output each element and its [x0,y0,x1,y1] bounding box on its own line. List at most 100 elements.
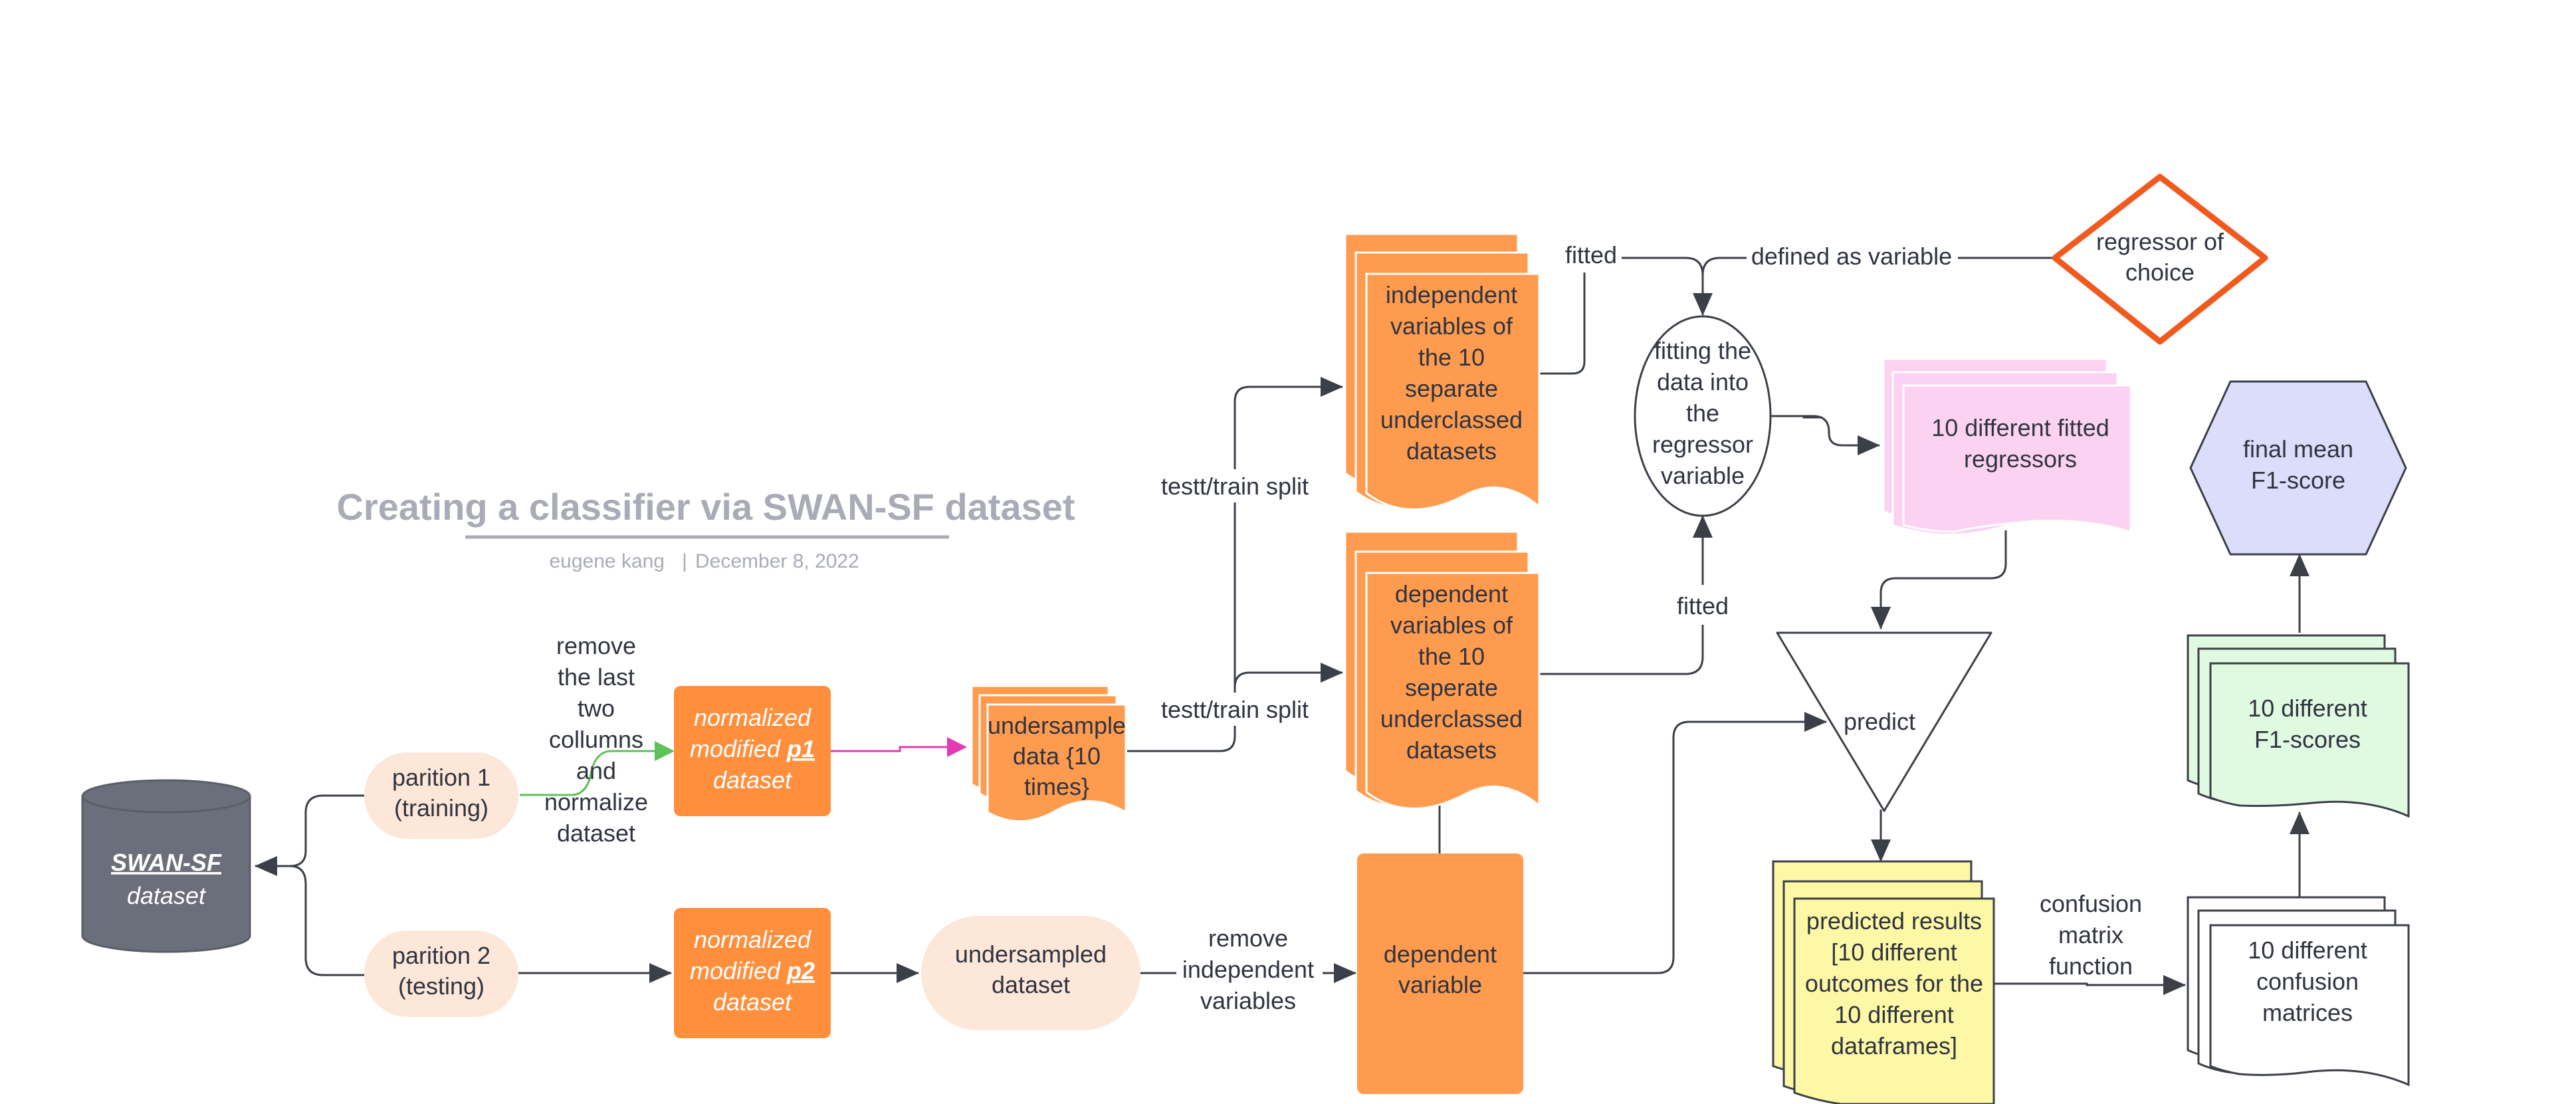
svg-text:variable: variable [1398,971,1482,998]
svg-text:predicted results: predicted results [1806,907,1982,935]
svg-text:10 different fitted: 10 different fitted [1931,414,2109,441]
svg-text:variable: variable [1661,462,1745,489]
svg-text:outcomes for the: outcomes for the [1805,970,1983,997]
svg-text:confusion: confusion [2040,890,2142,917]
svg-text:fitted: fitted [1677,592,1729,619]
dependent-variables-node: dependent variables of the 10 seperate u… [1344,530,1541,810]
svg-text:the 10: the 10 [1418,643,1485,670]
svg-text:modified p1: modified p1 [690,735,815,762]
svg-text:remove: remove [1208,925,1288,952]
svg-text:F1-scores: F1-scores [2254,726,2361,753]
svg-text:modified p2: modified p2 [690,957,815,984]
svg-text:two: two [578,695,615,722]
svg-text:predict: predict [1844,708,1915,735]
svg-text:normalized: normalized [694,704,811,731]
predict-node: predict [1776,631,1992,812]
svg-text:final mean: final mean [2243,435,2353,463]
svg-text:independent: independent [1182,956,1314,983]
svg-text:(training): (training) [394,794,488,822]
svg-text:separate: separate [1405,375,1498,402]
svg-text:dataframes]: dataframes] [1831,1032,1957,1059]
svg-text:fitted: fitted [1565,241,1617,269]
svg-text:datasets: datasets [1406,437,1497,465]
dependent-variable-node: dependent variable [1357,853,1523,1094]
svg-text:regressor of: regressor of [2096,228,2224,255]
dataset-name: SWAN-SF [111,849,222,876]
svg-text:datasets: datasets [1406,736,1497,764]
author-name: eugene kang [550,550,665,572]
svg-text:variables of: variables of [1390,312,1513,340]
svg-text:matrices: matrices [2262,999,2353,1026]
svg-text:testt/train split: testt/train split [1161,473,1309,500]
svg-text:10 different: 10 different [2248,937,2367,964]
svg-text:normalized: normalized [694,926,811,953]
predicted-results-node: predicted results [10 different outcomes… [1772,860,1995,1104]
fitting-regressor-node: fitting the data into the regressor vari… [1634,315,1772,517]
svg-text:[10 different: [10 different [1831,938,1957,966]
svg-text:seperate: seperate [1405,674,1498,701]
svg-text:regressor: regressor [1652,431,1753,458]
svg-text:F1-score: F1-score [2251,467,2345,494]
svg-text:dependent: dependent [1395,580,1508,607]
svg-text:parition 2: parition 2 [392,942,490,969]
undersampled-dataset-node: undersampled dataset [921,916,1140,1030]
diagram-title: Creating a classifier via SWAN-SF datase… [336,486,1075,572]
svg-text:data {10: data {10 [1013,742,1101,770]
svg-text:dataset: dataset [713,766,793,794]
svg-text:collumns: collumns [549,726,643,753]
svg-text:parition 1: parition 1 [392,764,490,791]
svg-text:variables of: variables of [1390,611,1513,639]
regressor-choice-node: regressor of choice [2052,173,2268,345]
svg-text:testt/train split: testt/train split [1161,696,1309,723]
svg-text:undersample: undersample [988,712,1126,739]
svg-text:data into: data into [1657,368,1749,395]
p1-emphasis: p1 [786,735,815,762]
svg-text:10 different: 10 different [2248,695,2367,722]
svg-text:the last: the last [558,663,635,691]
confusion-matrices-node: 10 different confusion matrices [2187,896,2410,1087]
svg-text:normalize: normalize [544,788,648,816]
fitted-top-label: fitted [1563,239,1622,271]
svg-text:dataset: dataset [992,971,1070,998]
swan-sf-dataset-node: SWAN-SF dataset [81,779,251,953]
svg-text:Creating a classifier via SWAN: Creating a classifier via SWAN-SF datase… [336,486,1075,528]
subtitle-separator: | [682,550,687,572]
partition-2-node: parition 2 (testing) [364,931,518,1017]
final-f1-score-node: final mean F1-score [2189,380,2407,556]
fitted-bottom-label: fitted [1669,589,1736,621]
svg-text:the 10: the 10 [1418,344,1485,371]
confusion-function-label: confusion matrix function [2030,888,2153,982]
svg-text:independent: independent [1386,281,1517,308]
svg-text:choice: choice [2125,259,2195,286]
svg-text:undersampled: undersampled [955,940,1107,968]
split-top-label: testt/train split [1156,469,1313,502]
dataset-word: dataset [127,882,207,909]
svg-text:function: function [2049,952,2133,980]
svg-text:and: and [576,757,616,784]
svg-text:the: the [1686,399,1719,427]
normalized-p1-node: normalized modified p1 dataset [674,686,831,816]
undersample-data-node: undersample data {10 times} [970,685,1127,822]
svg-text:underclassed: underclassed [1380,406,1523,433]
svg-text:confusion: confusion [2256,968,2359,995]
svg-text:10 different: 10 different [1834,1001,1953,1028]
svg-text:remove: remove [556,632,636,659]
partition-1-node: parition 1 (training) [364,752,518,839]
svg-text:defined as variable: defined as variable [1751,243,1952,270]
subtitle-date: December 8, 2022 [695,550,859,572]
svg-text:matrix: matrix [2058,921,2123,948]
svg-text:(testing): (testing) [398,972,484,1000]
svg-text:times}: times} [1024,773,1089,800]
svg-text:fitting the: fitting the [1654,337,1751,364]
p2-emphasis: p2 [786,957,815,984]
svg-text:dependent: dependent [1384,940,1497,968]
svg-text:regressors: regressors [1964,445,2077,473]
remove-independent-label: remove independent variables [1176,924,1323,1021]
svg-text:variables: variables [1200,987,1296,1014]
independent-variables-node: independent variables of the 10 separate… [1344,233,1541,510]
defined-as-variable-label: defined as variable [1747,241,1958,273]
split-bottom-label: testt/train split [1156,693,1313,726]
svg-text:underclassed: underclassed [1380,705,1523,732]
remove-columns-note: remove the last two collumns and normali… [544,632,648,847]
